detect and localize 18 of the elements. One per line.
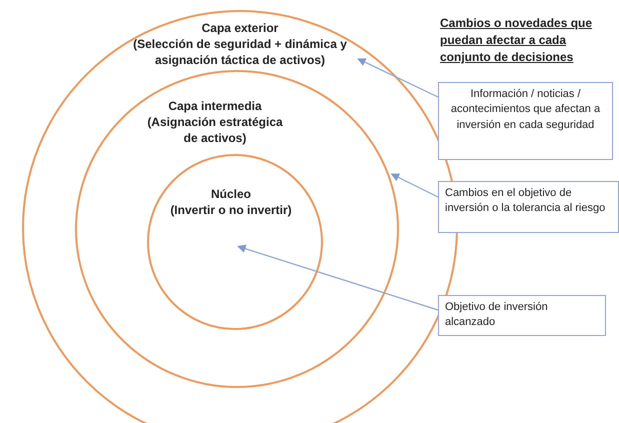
note-box: [438, 82, 613, 160]
layer-description: (Selección de seguridad + dinámica y asignación táctica de activos): [132, 36, 348, 69]
layer-title: Capa exterior: [202, 20, 278, 36]
layer-circle: [75, 70, 399, 388]
heading: Cambios o novedades que puedan afectar a cada conjunto de decisiones: [440, 15, 594, 66]
arrow: [357, 58, 438, 98]
note-box: [438, 181, 619, 233]
note-text: Objetivo de inversión alcanzado: [445, 301, 548, 328]
layer-title: Capa intermedia: [168, 98, 262, 114]
arrow: [237, 244, 438, 311]
layer-description: (Invertir o no invertir): [170, 202, 292, 218]
layer-circle: [147, 154, 323, 330]
layer-description: (Asignación estratégica de activos): [146, 114, 284, 147]
layer-title: Núcleo: [210, 186, 251, 202]
note-text: Información / noticias / acontecimientos que afectan a inversión en cada seguridad: [450, 88, 600, 131]
note-text: Cambios en el objetivo de inversión o la tolerancia al riesgo: [445, 187, 606, 214]
arrow: [390, 173, 438, 198]
note-box: [438, 295, 606, 336]
